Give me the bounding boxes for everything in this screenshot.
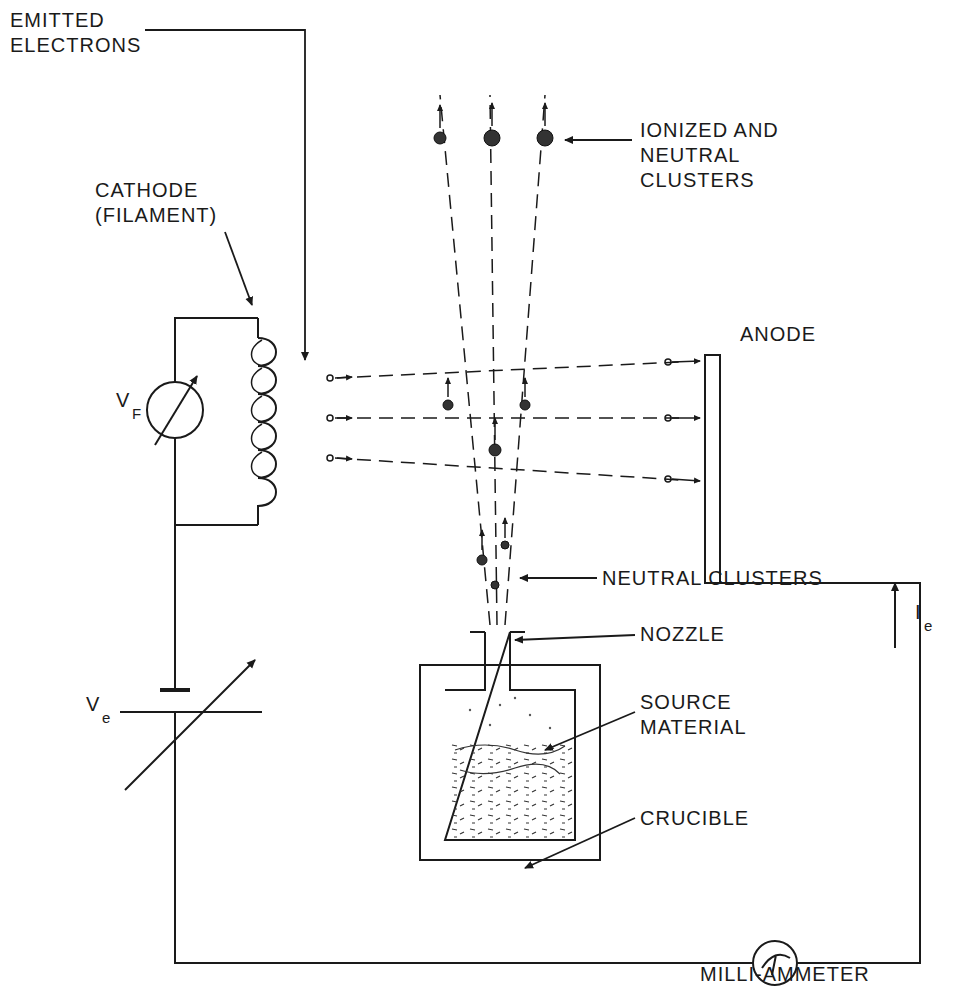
meter-subscript: F	[132, 405, 142, 424]
meter-symbol: V	[116, 388, 130, 413]
callout-label: SOURCE MATERIAL	[640, 690, 755, 740]
voltage-subscript: e	[102, 709, 111, 728]
callout-label: EMITTED ELECTRONS	[10, 8, 145, 58]
current-symbol: I	[915, 600, 922, 625]
part-label: ANODE	[740, 322, 816, 347]
current-subscript: e	[924, 617, 933, 636]
callout-label: CATHODE (FILAMENT)	[95, 178, 245, 228]
callout-label: IONIZED AND NEUTRAL CLUSTERS	[640, 118, 855, 193]
instrument-label: MILLI-AMMETER	[700, 962, 870, 987]
callout-label: NOZZLE	[640, 622, 725, 647]
callout-label: CRUCIBLE	[640, 806, 749, 831]
callout-label: NEUTRAL CLUSTERS	[602, 566, 823, 591]
voltage-symbol: V	[86, 692, 100, 717]
